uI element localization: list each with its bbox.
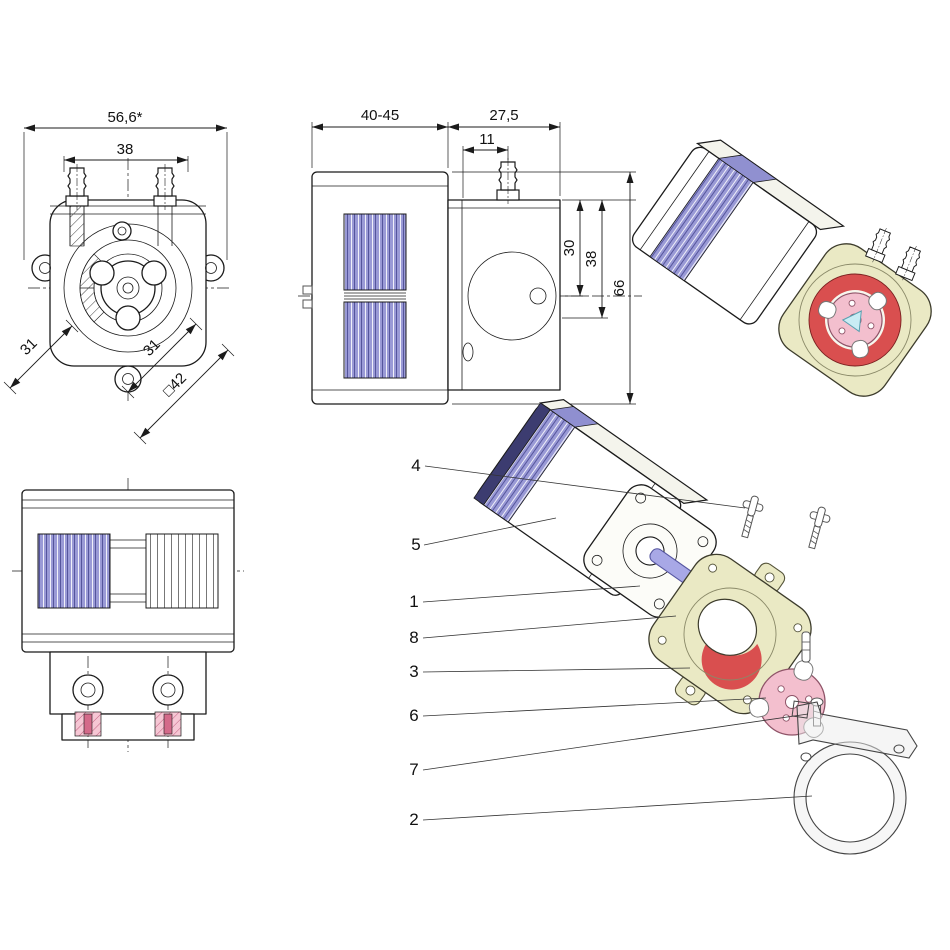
dim-side-head: 27,5: [448, 107, 561, 196]
clamp-cover: [791, 700, 918, 855]
coil-section-left: [37, 533, 111, 609]
stator-coil-bottom: [343, 301, 407, 379]
dim-label-side-30: 30: [561, 240, 578, 257]
screw-1: [741, 495, 764, 539]
leader-line-5: [423, 517, 557, 546]
dim-side-30: 30: [561, 199, 636, 297]
leader-line-1: [422, 585, 641, 603]
dim-label-side-body: 40-45: [361, 107, 399, 124]
screw-2: [808, 506, 831, 550]
exploded-view: 4 5 1 8 3 6 7 2: [409, 399, 918, 855]
dim-label-front-square: □42: [160, 370, 190, 400]
iso-pumphead-cutaway: [778, 243, 932, 397]
stator-coil-top: [343, 213, 407, 291]
dim-label-side-head: 27,5: [489, 107, 518, 124]
part-label-5: 5: [411, 535, 420, 554]
fitting-section-right: [152, 656, 184, 748]
dowel-pin: [801, 631, 811, 663]
dim-label-side-port: 11: [479, 131, 495, 148]
dim-label-front-ports: 38: [117, 141, 134, 158]
roller-front-3: [141, 260, 167, 286]
fitting-section-left: [72, 656, 104, 748]
iso-motor: [631, 139, 846, 325]
leader-line-8: [422, 615, 677, 639]
leader-line-2: [422, 795, 813, 821]
section-hatch-channel: [69, 205, 85, 247]
part-label-2: 2: [409, 810, 418, 829]
mount-ear-bottom: [114, 365, 142, 393]
coil-section-right: [145, 533, 219, 609]
part-label-3: 3: [409, 662, 418, 681]
leader-line-7: [422, 713, 809, 771]
dim-label-front-diag-left: 31: [17, 335, 41, 359]
part-label-4: 4: [411, 456, 420, 475]
hose-nipple-right: [153, 163, 177, 211]
roller-front-2: [89, 260, 115, 286]
part-label-6: 6: [409, 706, 418, 725]
roller-front-1: [115, 305, 141, 331]
leader-line-4: [424, 465, 746, 509]
side-view: 40-45 27,5 11 30 38 66: [298, 107, 642, 405]
dim-side-38: 38: [562, 200, 608, 319]
dim-side-body: 40-45: [311, 107, 449, 168]
dim-label-front-total: 56,6*: [107, 109, 142, 126]
part-label-8: 8: [409, 628, 418, 647]
dim-label-side-38: 38: [583, 251, 600, 268]
dim-label-side-66: 66: [611, 280, 628, 297]
leader-line-3: [422, 667, 691, 673]
hose-nipple-side: [496, 157, 520, 205]
front-view: 56,6* 38 31 31 □42: [3, 109, 235, 445]
part-label-7: 7: [409, 760, 418, 779]
leader-line-6: [422, 697, 767, 717]
dim-side-port: 11: [462, 131, 509, 198]
pump-head-bottom: [49, 651, 207, 715]
hose-nipple-left: [65, 163, 89, 211]
bottom-view: [12, 478, 244, 752]
dim-front-total: 56,6*: [23, 109, 228, 260]
isometric-section-view: [631, 139, 932, 397]
part-label-1: 1: [409, 592, 418, 611]
dim-front-ports: 38: [63, 141, 189, 172]
pump-head-side: [447, 199, 561, 391]
